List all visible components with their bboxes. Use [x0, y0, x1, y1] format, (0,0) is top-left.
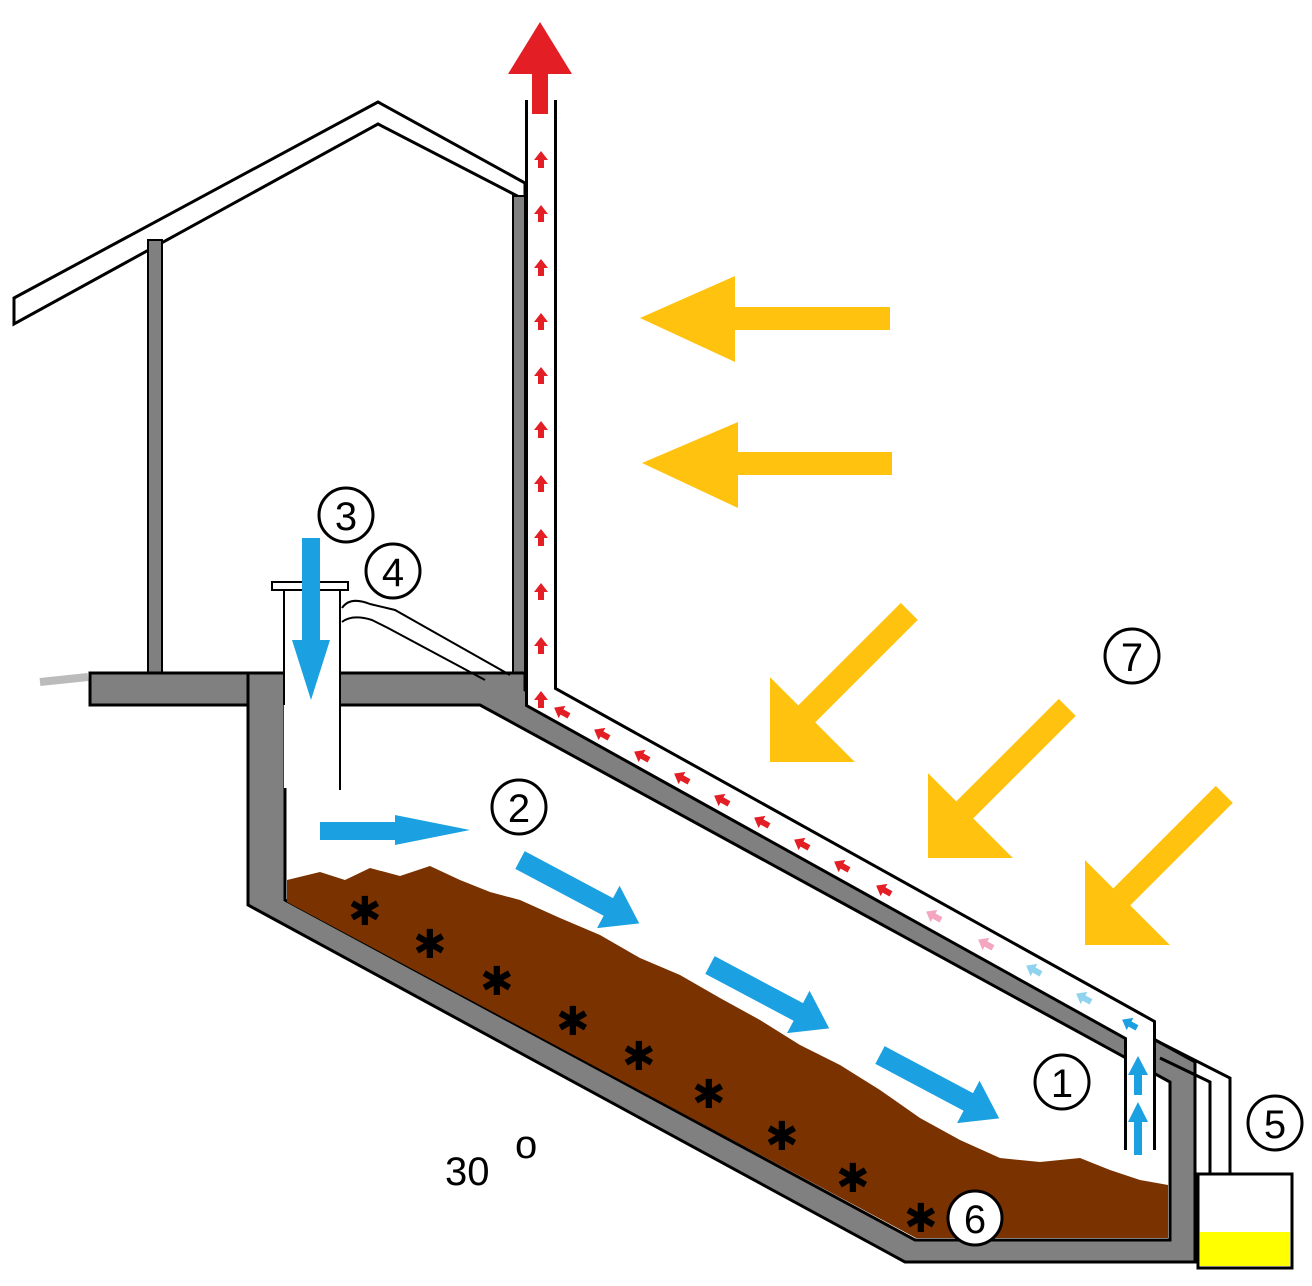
exhaust-flow-arrow — [834, 859, 851, 873]
exhaust-flow-arrow — [534, 475, 548, 492]
svg-text:✱: ✱ — [348, 889, 382, 935]
label-6: 6 — [946, 1189, 1004, 1247]
exhaust-flow-arrow — [534, 313, 548, 330]
exhaust-flow-arrow — [1026, 963, 1043, 977]
angle-degree-mark: o — [515, 1123, 537, 1167]
label-2: 2 — [490, 778, 548, 836]
svg-text:✱: ✱ — [692, 1072, 726, 1118]
exhaust-out-arrow — [508, 22, 572, 114]
floor-slab — [88, 671, 250, 707]
svg-text:3: 3 — [335, 495, 357, 539]
exhaust-flow-arrow — [1122, 1017, 1139, 1031]
label-7: 7 — [1103, 627, 1161, 685]
exhaust-flow-arrow — [1076, 991, 1093, 1005]
svg-text:✱: ✱ — [765, 1114, 799, 1160]
compost-soil — [287, 866, 1168, 1238]
exhaust-flow-arrow — [754, 815, 771, 829]
exhaust-flow-arrow — [534, 583, 548, 600]
svg-text:1: 1 — [1051, 1062, 1073, 1106]
air-arrow — [515, 851, 640, 929]
exhaust-flow-arrow — [794, 837, 811, 851]
label-4: 4 — [364, 542, 422, 600]
side-pipe — [341, 599, 511, 676]
exhaust-flow-arrow — [534, 421, 548, 438]
drain-pipe — [1154, 1038, 1232, 1174]
label-1: 1 — [1033, 1053, 1091, 1111]
exhaust-flow-arrows — [534, 151, 1139, 1031]
svg-text:7: 7 — [1121, 636, 1143, 680]
exhaust-flow-arrow — [978, 937, 995, 951]
exhaust-flow-arrow — [534, 637, 548, 654]
air-arrow-down — [292, 538, 330, 700]
exhaust-flow-arrow — [714, 793, 731, 807]
air-arrow — [320, 815, 470, 845]
solar-radiation-arrows — [640, 276, 1233, 945]
svg-text:✱: ✱ — [480, 959, 514, 1005]
exhaust-flow-arrow — [554, 705, 571, 719]
house-left-post — [147, 239, 163, 675]
svg-text:5: 5 — [1264, 1103, 1286, 1147]
exhaust-flow-arrow — [534, 691, 548, 708]
svg-text:4: 4 — [382, 551, 404, 595]
ground-line — [39, 673, 89, 686]
exhaust-flow-arrow — [534, 151, 548, 168]
exhaust-flow-arrow — [594, 727, 611, 741]
house-right-wall — [512, 195, 526, 677]
air-arrow — [875, 1046, 1000, 1124]
air-arrow-up — [1128, 1102, 1148, 1155]
svg-text:✱: ✱ — [622, 1034, 656, 1080]
air-flow-arrows — [292, 538, 1148, 1155]
exhaust-flow-arrow — [926, 909, 943, 923]
exhaust-flow-arrow — [534, 205, 548, 222]
exhaust-flow-arrow — [534, 529, 548, 546]
svg-text:✱: ✱ — [413, 922, 447, 968]
label-5: 5 — [1246, 1094, 1304, 1152]
svg-text:✱: ✱ — [904, 1196, 938, 1242]
angle-label: 30 — [445, 1150, 490, 1194]
svg-text:2: 2 — [508, 787, 530, 831]
exhaust-flow-arrow — [534, 367, 548, 384]
exhaust-flow-arrow — [876, 883, 893, 897]
microbe-markers: ✱ ✱ ✱ ✱ ✱ ✱ ✱ ✱ ✱ — [348, 889, 938, 1242]
svg-text:✱: ✱ — [836, 1156, 870, 1202]
svg-text:✱: ✱ — [556, 999, 590, 1045]
exhaust-flow-arrow — [634, 749, 651, 763]
exhaust-flow-arrow — [534, 259, 548, 276]
house-roof — [12, 100, 527, 327]
svg-text:6: 6 — [964, 1198, 986, 1242]
air-arrow-up — [1128, 1056, 1148, 1095]
label-3: 3 — [317, 486, 375, 544]
air-arrow — [705, 956, 830, 1034]
leachate-liquid — [1200, 1232, 1290, 1266]
exhaust-flow-arrow — [674, 771, 691, 785]
